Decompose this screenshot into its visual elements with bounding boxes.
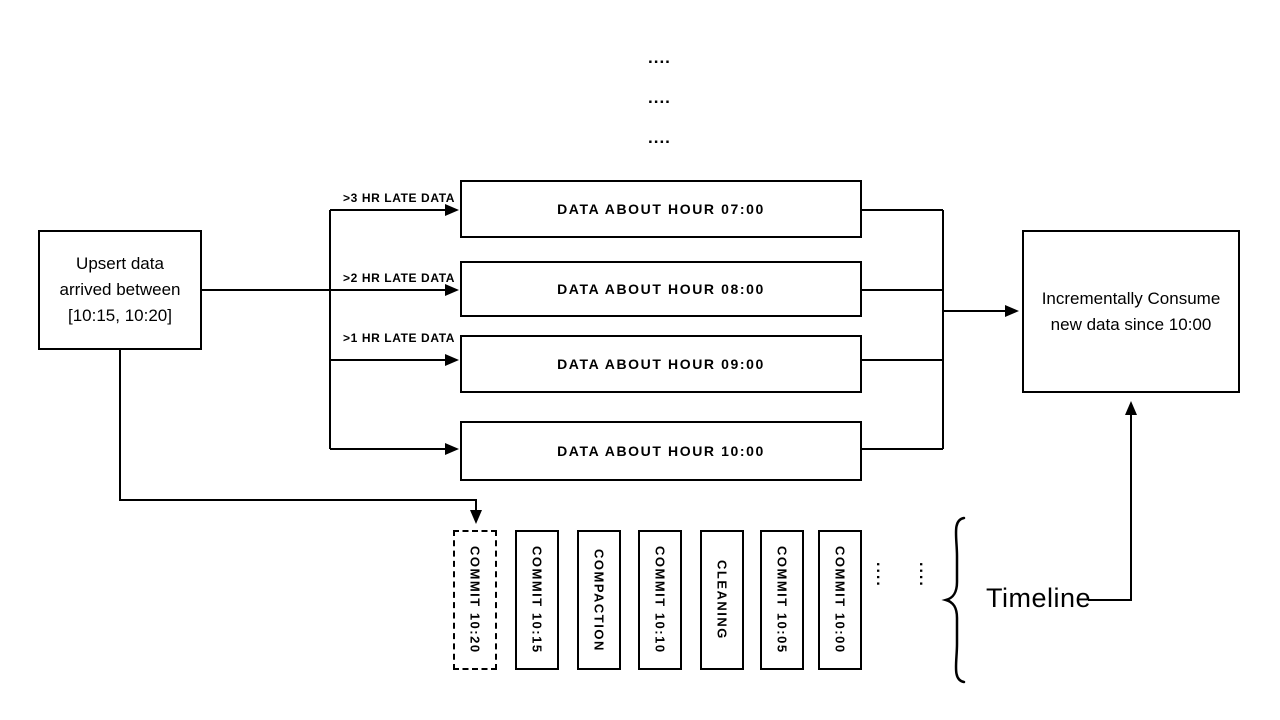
timeline-brace (941, 516, 966, 684)
top-ellipsis-row-3: .... (648, 128, 671, 147)
upsert-data-box: Upsert data arrived between [10:15, 10:2… (38, 230, 202, 350)
data-box-hour-0800-label: DATA ABOUT HOUR 08:00 (557, 281, 765, 297)
timeline-label: Timeline (986, 583, 1092, 613)
upsert-line-1: Upsert data (76, 254, 164, 273)
timeline-box-commit-1000-label: COMMIT 10:00 (832, 546, 848, 654)
data-box-hour-0700-label: DATA ABOUT HOUR 07:00 (557, 201, 765, 217)
label-late-2hr: >2 HR LATE DATA (343, 271, 456, 285)
timeline-box-commit-1020-label: COMMIT 10:20 (467, 546, 483, 654)
timeline-box-commit-1015: COMMIT 10:15 (515, 530, 559, 670)
timeline-box-cleaning-label: CLEANING (714, 560, 730, 640)
upsert-line-2: arrived between (59, 280, 181, 299)
data-box-hour-1000-label: DATA ABOUT HOUR 10:00 (557, 443, 765, 459)
timeline-box-cleaning: CLEANING (700, 530, 744, 670)
timeline-box-commit-1005: COMMIT 10:05 (760, 530, 804, 670)
timeline-box-commit-1010: COMMIT 10:10 (638, 530, 682, 670)
collector-lines (862, 209, 944, 450)
timeline-box-commit-1015-label: COMMIT 10:15 (529, 546, 545, 654)
data-box-hour-0800: DATA ABOUT HOUR 08:00 (460, 261, 862, 317)
timeline-ellipsis-1: .... (873, 562, 890, 588)
data-box-hour-1000: DATA ABOUT HOUR 10:00 (460, 421, 862, 481)
arrow-timeline-to-consumer (1088, 401, 1137, 601)
consume-line-2: new data since 10:00 (1050, 314, 1212, 334)
incremental-consume-box-text: Incrementally Consume new data since 10:… (1042, 286, 1221, 338)
consume-line-1: Incrementally Consume (1041, 288, 1221, 308)
timeline-box-compaction: COMPACTION (577, 530, 621, 670)
upsert-line-3: [10:15, 10:20] (68, 306, 172, 325)
top-ellipsis-row-1: .... (648, 48, 671, 67)
timeline-box-commit-1010-label: COMMIT 10:10 (652, 546, 668, 654)
data-box-hour-0900: DATA ABOUT HOUR 09:00 (460, 335, 862, 393)
timeline-box-commit-1005-label: COMMIT 10:05 (774, 546, 790, 654)
incremental-consume-box: Incrementally Consume new data since 10:… (1022, 230, 1240, 393)
upsert-data-box-text: Upsert data arrived between [10:15, 10:2… (60, 251, 181, 329)
arrow-upsert-to-commit (119, 350, 482, 524)
timeline-ellipsis-2: .... (916, 562, 933, 588)
timeline-box-compaction-label: COMPACTION (591, 548, 607, 652)
timeline-box-commit-1000: COMMIT 10:00 (818, 530, 862, 670)
top-ellipsis-row-2: .... (648, 88, 671, 107)
data-box-hour-0700: DATA ABOUT HOUR 07:00 (460, 180, 862, 238)
data-box-hour-0900-label: DATA ABOUT HOUR 09:00 (557, 356, 765, 372)
label-late-1hr: >1 HR LATE DATA (343, 331, 456, 345)
timeline-box-commit-1020: COMMIT 10:20 (453, 530, 497, 670)
label-late-3hr: >3 HR LATE DATA (343, 191, 456, 205)
